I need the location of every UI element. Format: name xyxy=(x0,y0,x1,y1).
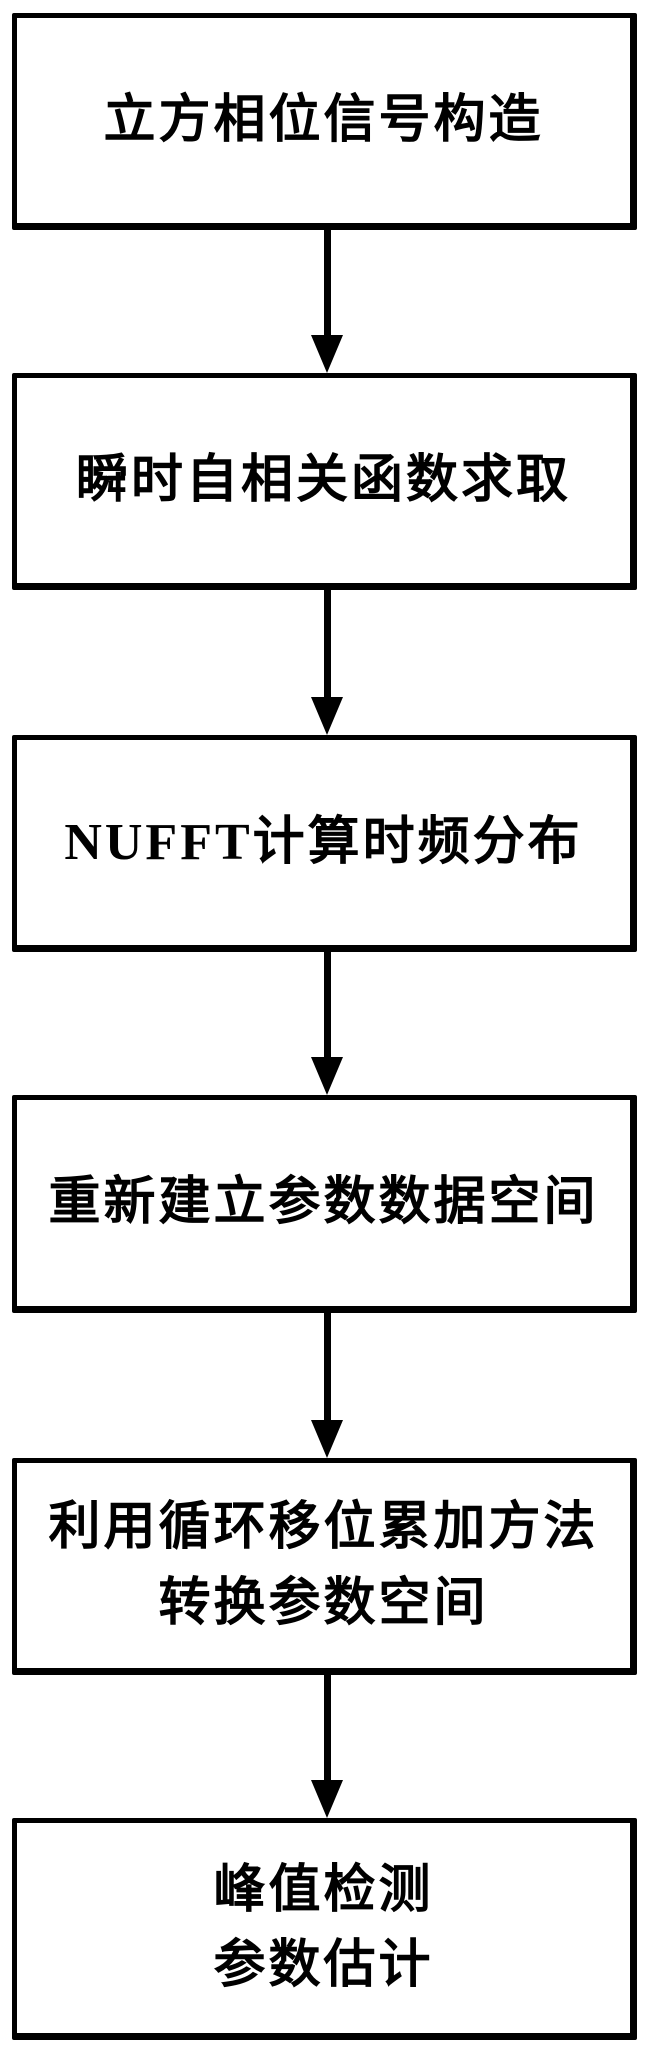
arrow-stem xyxy=(324,952,331,1059)
down-arrow-1 xyxy=(0,230,658,373)
flow-step-6-label-line-1: 峰值检测 xyxy=(213,1861,434,1919)
flow-step-6-label-line-2: 参数估计 xyxy=(213,1937,434,1994)
flow-step-1-box: 立方相位信号构造 xyxy=(12,13,637,230)
down-arrow-3 xyxy=(0,952,658,1095)
down-arrow-5 xyxy=(0,1675,658,1818)
flow-step-5-box: 利用循环移位累加方法 转换参数空间 xyxy=(12,1458,637,1675)
arrow-head-icon xyxy=(311,1420,343,1458)
arrow-head-icon xyxy=(311,335,343,373)
flow-step-3-label: NUFFT计算时频分布 xyxy=(64,813,583,871)
down-arrow-2 xyxy=(0,590,658,735)
arrow-stem xyxy=(324,1313,331,1422)
flow-step-2-label: 瞬时自相关函数求取 xyxy=(75,451,571,509)
flow-step-1-label: 立方相位信号构造 xyxy=(103,91,544,149)
flow-step-2-box: 瞬时自相关函数求取 xyxy=(12,373,637,590)
flow-step-4-box: 重新建立参数数据空间 xyxy=(12,1095,637,1313)
flow-step-5-label-line-1: 利用循环移位累加方法 xyxy=(48,1499,599,1557)
flow-step-6-box: 峰值检测 参数估计 xyxy=(12,1818,637,2040)
flow-step-5-label-line-2: 转换参数空间 xyxy=(158,1574,489,1632)
arrow-head-icon xyxy=(311,1057,343,1095)
arrow-head-icon xyxy=(311,697,343,735)
arrow-stem xyxy=(324,230,331,337)
arrow-stem xyxy=(324,1675,331,1782)
down-arrow-4 xyxy=(0,1313,658,1458)
arrow-stem xyxy=(324,590,331,699)
arrow-head-icon xyxy=(311,1780,343,1818)
flow-step-3-box: NUFFT计算时频分布 xyxy=(12,735,637,952)
flow-step-4-label: 重新建立参数数据空间 xyxy=(48,1174,599,1232)
